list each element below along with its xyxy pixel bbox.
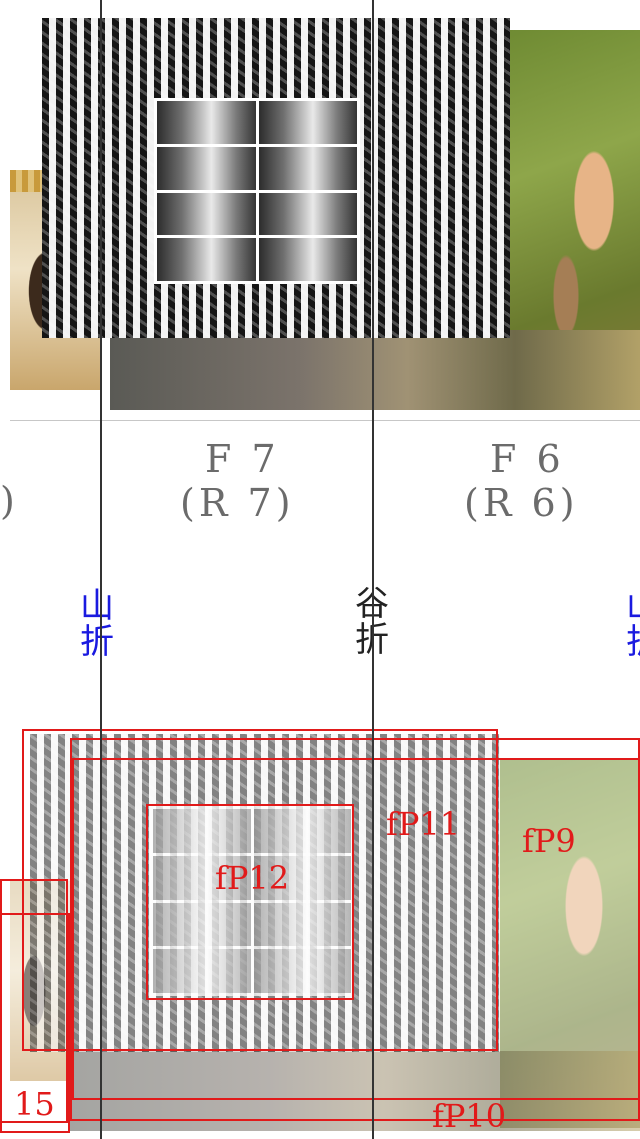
tile xyxy=(157,192,256,236)
panel-label-left-fragment: ) xyxy=(0,479,19,523)
fold-char: 折 xyxy=(626,624,640,660)
top-collage xyxy=(10,0,640,420)
fold-mark-mountain-right: 山 折 xyxy=(626,588,640,660)
tile xyxy=(157,101,256,144)
panel-code-f7: F 7 xyxy=(205,437,280,481)
region-label-fp11: fP11 xyxy=(386,805,461,843)
region-box-fp15-inner[interactable] xyxy=(0,913,70,1133)
tile xyxy=(153,949,251,993)
tile xyxy=(253,855,351,900)
tile xyxy=(153,809,251,853)
region-label-fp12: fP12 xyxy=(215,859,290,897)
photo-bottom-strip-bottom xyxy=(70,1051,640,1131)
photo-bottom-strip-top xyxy=(110,330,640,410)
panel-sub-r6: (R 6) xyxy=(464,481,579,525)
fold-char: 山 xyxy=(626,588,640,624)
tile xyxy=(153,855,251,900)
tile xyxy=(153,902,251,947)
fold-char: 折 xyxy=(80,622,114,662)
tile xyxy=(253,809,351,853)
panel-code-f6: F 6 xyxy=(490,437,565,481)
fold-mark-mountain-left: 山 折 xyxy=(80,588,114,660)
panel-sub-r7: (R 7) xyxy=(180,481,295,525)
region-box-fp12[interactable] xyxy=(146,804,354,1000)
tile xyxy=(258,101,357,144)
guide-line-left xyxy=(100,0,102,1139)
tile-grid-bottom xyxy=(150,806,354,996)
region-label-fp9: fP9 xyxy=(522,822,576,860)
region-label-fp10: fP10 xyxy=(432,1097,507,1135)
top-baseline xyxy=(10,420,640,421)
region-box-fp10[interactable] xyxy=(72,758,640,1100)
tile xyxy=(157,238,256,281)
tile-grid-top xyxy=(154,98,360,284)
tile xyxy=(253,902,351,947)
tile xyxy=(157,146,256,190)
fold-char: 山 xyxy=(80,586,114,626)
region-box-fp11[interactable] xyxy=(22,729,498,1051)
tile xyxy=(258,192,357,236)
tile xyxy=(253,949,351,993)
region-label-fp15: 15 xyxy=(14,1085,55,1123)
tile xyxy=(258,146,357,190)
guide-line-center xyxy=(372,0,374,1139)
tile xyxy=(258,238,357,281)
